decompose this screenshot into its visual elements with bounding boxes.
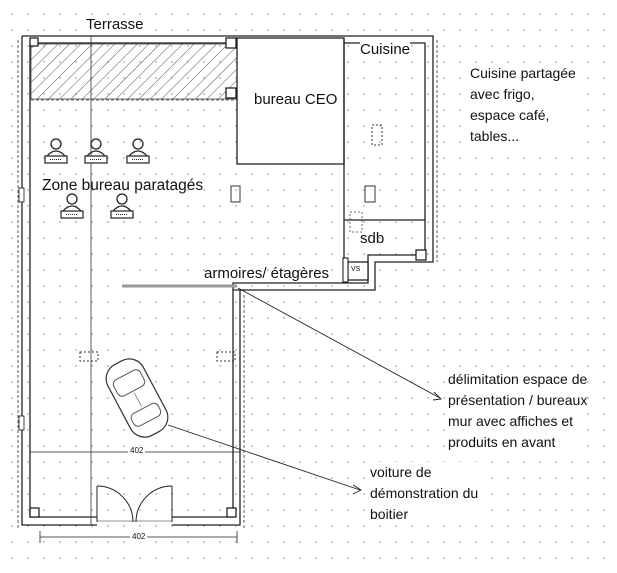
dashed-wall-lines [17, 40, 438, 528]
sdb-sink [349, 211, 363, 233]
person-desk-icon [110, 193, 134, 219]
label-vs: VS [351, 266, 361, 273]
person-desk-icon [84, 138, 108, 164]
label-dim-inner: 402 [128, 446, 146, 456]
note-voiture: voiture de démonstration du boitier [370, 462, 479, 525]
label-dim-bottom: 402 [130, 532, 148, 542]
label-armoires: armoires/ étagères [204, 265, 330, 282]
person-desk-icon [60, 193, 84, 219]
label-terrasse: Terrasse [86, 15, 144, 34]
label-sdb: sdb [360, 230, 385, 247]
car-icon [105, 358, 169, 438]
label-zone-bureau: Zone bureau paratagés [42, 177, 204, 194]
double-door-icon [96, 485, 173, 523]
furniture-markers [79, 124, 383, 362]
leader-lines [167, 287, 442, 495]
label-cuisine: Cuisine [360, 40, 411, 59]
pillars [18, 37, 427, 518]
terrasse-area [30, 43, 239, 100]
note-cuisine: Cuisine partagée avec frigo, espace café… [470, 63, 576, 147]
note-delimitation: délimitation espace de présentation / bu… [448, 369, 588, 453]
person-desk-icon [126, 138, 150, 164]
person-desk-icon [44, 138, 68, 164]
label-bureau-ceo: bureau CEO [254, 90, 338, 109]
